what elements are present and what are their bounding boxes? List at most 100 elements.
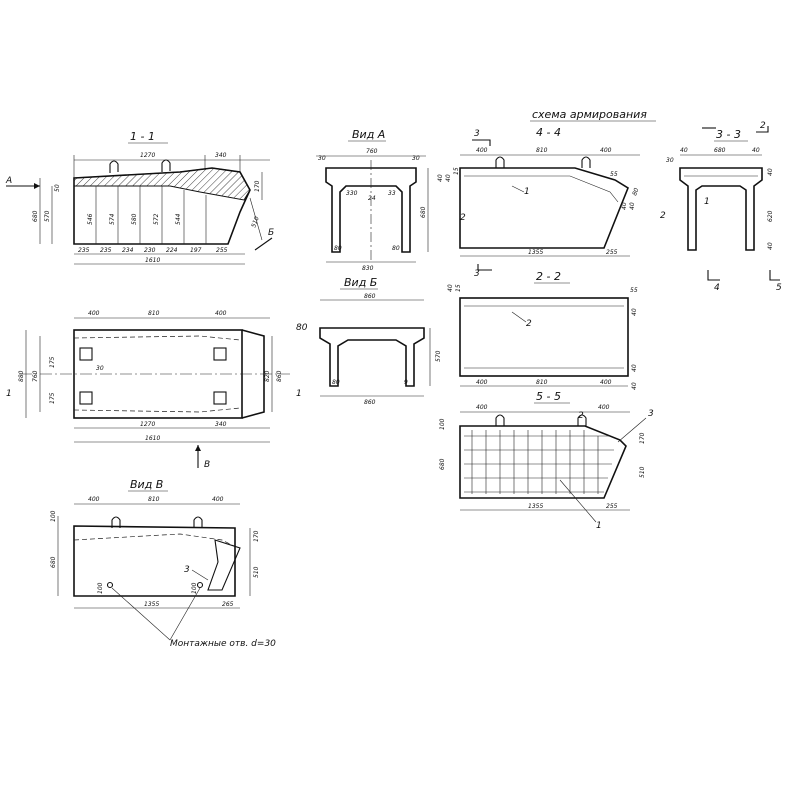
vidv-top-3: 400 [212,496,224,503]
vidb-foot-2: 9 [404,379,408,386]
marker-2-right: 2 [660,211,666,221]
marker-1-left: 1 [6,389,12,399]
section-1-1-title: 1 - 1 [130,130,155,143]
s55-loop-left [495,414,505,426]
plan-view: 400 810 400 30 880 760 175 175 820 860 1… [6,310,302,470]
vida-foot-1: 80 [334,245,342,252]
marker-4: 4 [714,283,720,293]
s44-left-1: 15 [453,167,460,175]
s11-bot-1: 235 [78,247,90,254]
section-3-3: 3 - 3 2 40 680 40 30 1 40 620 40 4 5 [666,121,782,293]
s44-right-2: 80 [631,187,640,197]
section-4-4: 4 - 4 3 400 810 400 1 15 40 40 55 80 40 … [437,126,666,279]
s22-right-4: 40 [631,382,638,390]
section-4-4-title: 4 - 4 [536,126,561,139]
plan-right-1: 820 [264,370,271,382]
plan-left-2: 760 [32,370,39,382]
s55-pos-1: 1 [596,521,602,531]
vidv-small-2: 100 [191,582,198,594]
section-2-2: 2 - 2 2 15 40 55 40 40 40 400 810 400 [447,270,638,390]
s44-bot-2: 255 [606,249,618,256]
s33-top-2: 680 [714,147,726,154]
s55-left-1: 100 [439,418,446,430]
s22-bot-1: 400 [476,379,488,386]
s55-pos-3: 3 [648,409,654,419]
vida-top-2: 30 [318,155,326,162]
plan-right-2: 860 [276,370,283,382]
vida-outline [325,167,417,253]
vida-inner-3: 33 [388,190,396,197]
s22-right-2: 40 [631,308,638,316]
vida-foot-2: 80 [392,245,400,252]
marker-b-1: Б [268,228,274,238]
s22-left-2: 40 [447,284,454,292]
s11-dim-left-3: 50 [54,184,61,192]
s11-bot-6: 197 [190,247,202,254]
plan-bot-1: 1270 [140,421,155,428]
s11-bot-5: 224 [166,247,178,254]
s55-top-1: 400 [476,404,488,411]
section-5-5-title: 5 - 5 [536,390,561,403]
view-v-title: Вид В [130,478,163,491]
plan-hole-tl [79,347,93,361]
s11-rib-1: 546 [87,213,94,225]
s11-dim-left-2: 570 [44,210,51,222]
s22-outline [459,297,629,377]
s11-dim-top-1: 1270 [140,152,155,159]
s44-pos-1: 1 [524,187,530,197]
vidv-small-1: 100 [97,582,104,594]
view-a-title: Вид А [352,128,385,141]
mounting-holes-note: Монтажные отв. d=30 [170,639,276,649]
s11-rib-5: 544 [175,213,182,225]
marker-v: В [204,460,210,470]
s44-bot-1: 1355 [528,249,543,256]
s33-left-1: 30 [666,157,674,164]
vidv-outline [73,525,236,597]
vidv-top-1: 400 [88,496,100,503]
vidv-right-2: 510 [253,566,260,578]
s44-loop-right [581,156,591,168]
s11-total: 1610 [145,257,160,264]
s44-top-3: 400 [600,147,612,154]
s11-dim-right-1: 170 [254,180,261,192]
vidb-bottom: 860 [364,399,376,406]
vidv-hole-left [106,581,114,589]
vidv-hole-right [196,581,204,589]
s11-bot-3: 234 [122,247,134,254]
vidb-height: 570 [435,350,442,362]
s44-right-1: 55 [610,171,618,178]
s44-left-3: 40 [437,174,444,182]
vida-height: 680 [420,206,427,218]
vidb-top: 860 [364,293,376,300]
s55-loop-right [577,414,587,426]
s55-top-2: 400 [598,404,610,411]
s11-rib-3: 580 [131,213,138,225]
s33-right-3: 40 [767,242,774,250]
vidv-loop-right [193,516,203,528]
s22-right-3: 40 [631,364,638,372]
s44-right-3: 40 [621,202,628,210]
view-v: Вид В 400 810 400 3 100 680 100 100 170 … [50,478,276,649]
s22-bot-3: 400 [600,379,612,386]
section-3-3-title: 3 - 3 [716,128,741,141]
plan-bot-2: 340 [215,421,227,428]
s55-mesh [464,430,614,494]
vidb-side: 80 [296,323,308,333]
s44-top-2: 810 [536,147,548,154]
vidv-right-1: 170 [253,530,260,542]
s33-outline [679,167,763,251]
s11-slab-hatch [73,167,251,201]
marker-3-bottom: 3 [474,269,480,279]
s22-left-1: 15 [455,284,462,292]
s33-top-1: 40 [680,147,688,154]
plan-hole-tr [213,347,227,361]
s33-top-3: 40 [752,147,760,154]
s44-left-2: 40 [445,174,452,182]
plan-top-3: 400 [215,310,227,317]
s55-pos-2: 2 [578,411,584,421]
plan-left-4: 175 [49,392,56,404]
vida-width: 830 [362,265,374,272]
marker-a: А [5,176,12,186]
view-b-title: Вид Б [344,276,377,289]
marker-1-right: 1 [296,389,302,399]
